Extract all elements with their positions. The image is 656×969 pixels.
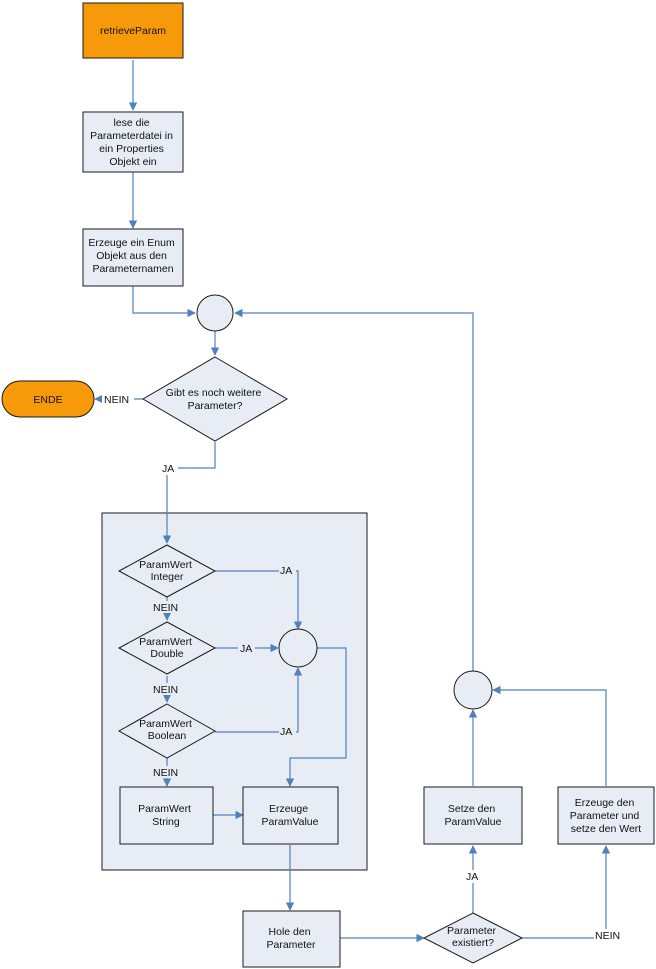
node-end: ENDE: [1, 380, 95, 418]
edge-exists-no: [522, 845, 611, 939]
label-yes-double: JA: [240, 643, 252, 655]
node-create-param: Erzeuge den Parameter und setze den Wert: [557, 786, 655, 845]
svg-text:ParamWert String: ParamWert String: [138, 803, 194, 828]
label-no-exists: NEIN: [595, 930, 620, 942]
label-yes-exists: JA: [466, 871, 478, 883]
node-param-exists: Parameter existiert?: [422, 912, 524, 964]
svg-text:Setze den ParamValue: Setze den ParamValue: [444, 803, 501, 828]
edge-enum-to-junction: [132, 286, 196, 318]
junction-types: [278, 628, 318, 668]
edge-labels: NEIN JA NEIN NEIN NEIN JA JA JA JA NEIN: [102, 393, 626, 942]
svg-text:Hole den Parameter: Hole den Parameter: [266, 926, 316, 951]
svg-text:Parameter existiert?: Parameter existiert?: [447, 925, 499, 949]
label-no-boolean: NEIN: [153, 767, 178, 779]
node-get-param: Hole den Parameter: [242, 910, 341, 968]
junction-result: [453, 670, 493, 710]
svg-text:Erzeuge ein Enum Objekt: Erzeuge ein Enum Objekt aus den Paramete…: [88, 237, 177, 275]
svg-text:Erzeuge ParamValue: Erzeuge ParamValue: [261, 803, 318, 828]
node-end-label: ENDE: [33, 394, 62, 406]
node-more-params: Gibt es noch weitere Parameter?: [142, 356, 288, 442]
node-create-value: Erzeuge ParamValue: [242, 786, 339, 845]
label-yes-integer: JA: [280, 565, 292, 577]
svg-text:Gibt es noch weitere Par: Gibt es noch weitere Parameter?: [166, 387, 265, 412]
label-no-double: NEIN: [153, 684, 178, 696]
node-is-boolean: ParamWert Boolean: [117, 703, 217, 759]
label-no-end: NEIN: [104, 394, 129, 406]
label-yes-boolean: JA: [280, 726, 292, 738]
edge-decision-yes: [162, 442, 216, 544]
node-param-string: ParamWert String: [119, 786, 214, 845]
node-is-integer: ParamWert Integer: [117, 544, 217, 598]
node-is-double: ParamWert Double: [117, 621, 217, 675]
label-no-integer: NEIN: [153, 602, 178, 614]
edge-loop-back: [234, 308, 474, 671]
svg-text:Erzeuge den Parameter un: Erzeuge den Parameter und setze den Wert: [570, 797, 642, 835]
label-yes-main: JA: [162, 463, 174, 475]
edge-boolean-yes: [215, 667, 303, 733]
edge-createparam-to-junction3: [492, 685, 607, 786]
node-retrieve-param: retrieveParam: [82, 2, 184, 59]
svg-text:ParamWert Boolean: ParamWert Boolean: [139, 718, 195, 742]
node-create-enum: Erzeuge ein Enum Objekt aus den Paramete…: [82, 228, 184, 287]
node-retrieve-param-label: retrieveParam: [100, 25, 166, 37]
svg-text:ParamWert Integer: ParamWert Integer: [139, 559, 195, 583]
svg-text:lese die Parameterdatei: lese die Parameterdatei in ein Propertie…: [90, 117, 176, 168]
edge-integer-yes: [215, 570, 303, 630]
svg-text:ParamWert Double: ParamWert Double: [139, 636, 195, 660]
junction-loop: [196, 294, 234, 332]
edge-junction2-to-create: [285, 647, 347, 787]
node-set-value: Setze den ParamValue: [423, 786, 523, 845]
node-read-file: lese die Parameterdatei in ein Propertie…: [82, 111, 184, 173]
